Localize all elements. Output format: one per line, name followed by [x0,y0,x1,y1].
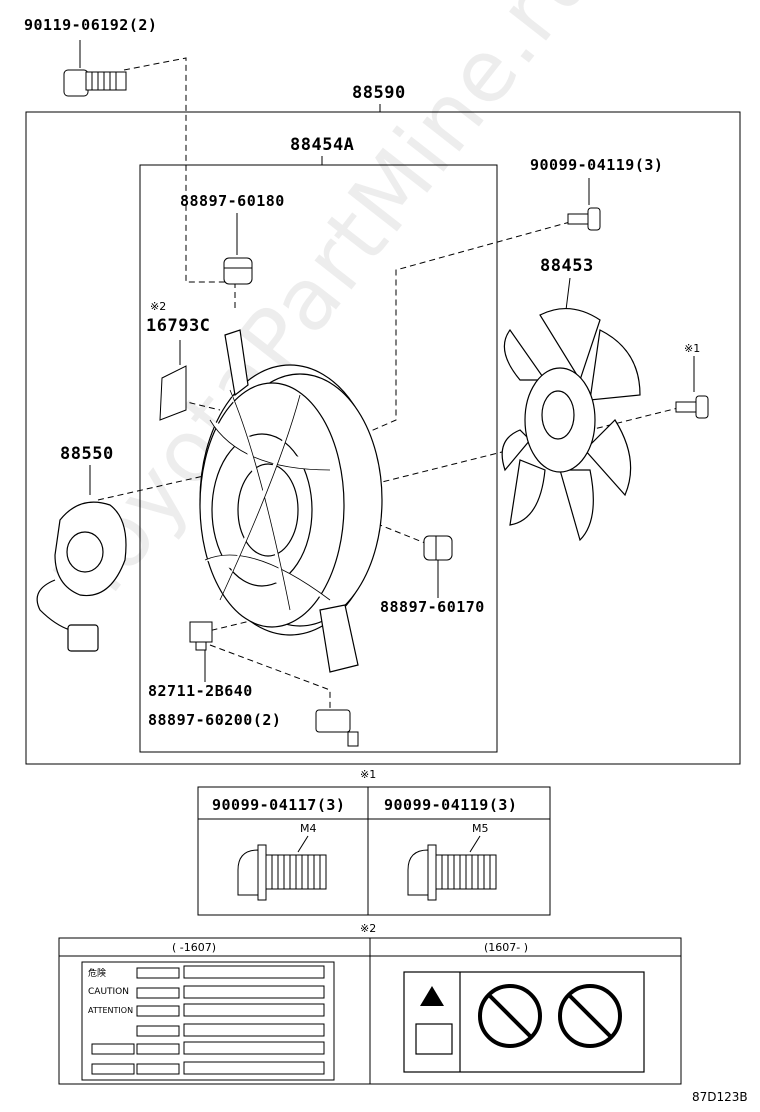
table1-col1-part: 90099-04117(3) [212,796,346,814]
pictogram-panel-icon [403,971,645,1073]
label-motor: 88550 [60,444,114,464]
table2-marker: ※2 [360,922,377,935]
label-screw-fan: 90099-04119(3) [530,156,664,174]
grommet-lower-icon [423,535,453,561]
label-note1-marker: ※1 [684,342,701,355]
fan-blade-icon [501,307,641,542]
grommet-upper-icon [223,257,253,285]
warning-line-3: ATTENTION [88,1006,134,1015]
caution-label-icon [81,961,335,1081]
bolt-top-icon [63,69,127,97]
connector-icon [189,621,213,651]
table1-col2-size: M5 [472,822,489,835]
diagram-code: 87D123B [692,1090,748,1104]
shroud-frame [139,164,498,753]
screw-fan-icon [567,207,601,231]
screw-m5-icon [407,844,497,901]
fan-motor-icon [36,501,127,652]
screw-note1-icon [675,395,709,419]
table2-grid [58,937,682,1085]
table2-col1-header: ( -1607) [172,941,217,954]
warning-line-2: CAUTION [88,987,129,997]
table1-marker: ※1 [360,768,377,781]
screw-m4-icon [237,844,327,901]
table1-grid [197,786,551,916]
label-clip: 88897-60200(2) [148,711,282,729]
label-fan: 88453 [540,256,594,276]
label-grommet-upper: 88897-60180 [180,192,285,210]
clip-icon [315,709,359,747]
label-connector: 82711-2B640 [148,682,253,700]
table2-col2-header: (1607- ) [484,941,529,954]
label-note2-marker: ※2 [150,300,167,313]
warning-line-1: 危険 [88,969,107,979]
label-label-part: 16793C [146,316,211,336]
label-assembly: 88590 [352,83,406,103]
table1-col1-size: M4 [300,822,317,835]
label-grommet-lower: 88897-60170 [380,598,485,616]
fan-shroud-icon [199,329,383,673]
table1-col2-part: 90099-04119(3) [384,796,518,814]
label-sticker-icon [159,365,187,421]
label-bolt-top: 90119-06192(2) [24,16,158,34]
label-shroud: 88454A [290,135,355,155]
assembly-frame [25,111,741,765]
